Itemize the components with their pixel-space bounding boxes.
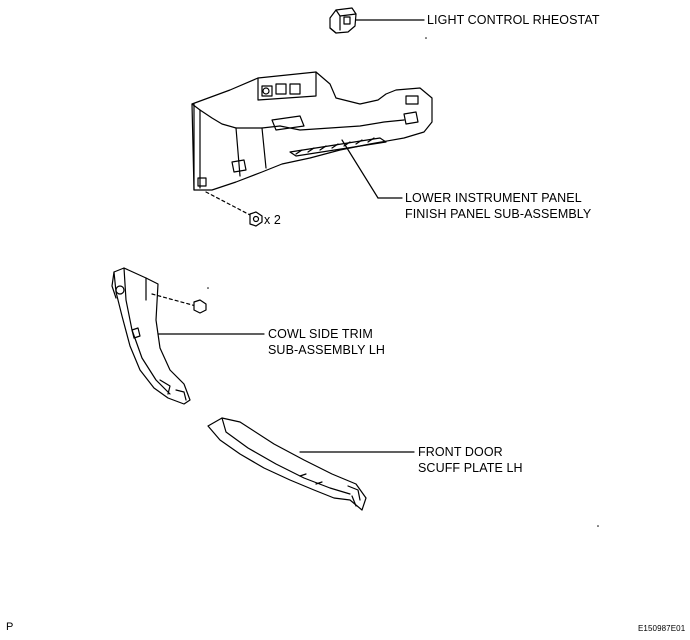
label-instrument-panel-line2: FINISH PANEL SUB-ASSEMBLY (405, 207, 592, 221)
label-screw-quantity: x 2 (264, 213, 281, 227)
label-instrument-panel-line1: LOWER INSTRUMENT PANEL (405, 191, 582, 205)
screw-dashed-line (205, 191, 253, 217)
screw-part (249, 211, 263, 227)
cowl-clip-dashed-line (151, 293, 197, 307)
label-scuff-plate-line2: SCUFF PLATE LH (418, 461, 523, 475)
leader-instrument-panel (341, 139, 379, 199)
light-control-rheostat-part (329, 7, 357, 34)
label-cowl-side-trim-line2: SUB-ASSEMBLY LH (268, 343, 386, 357)
figure-id: E150987E01 (638, 624, 686, 633)
clip-part (193, 299, 207, 314)
label-scuff-plate-line1: FRONT DOOR (418, 445, 503, 459)
view-marker: P (6, 621, 14, 633)
label-light-control-rheostat: LIGHT CONTROL RHEOSTAT (427, 13, 600, 27)
cowl-side-trim-part (111, 267, 191, 405)
speckle-marks (207, 37, 599, 527)
lower-instrument-panel-part (191, 71, 433, 191)
label-cowl-side-trim-line1: COWL SIDE TRIM (268, 327, 373, 341)
scuff-plate-part (207, 417, 367, 511)
